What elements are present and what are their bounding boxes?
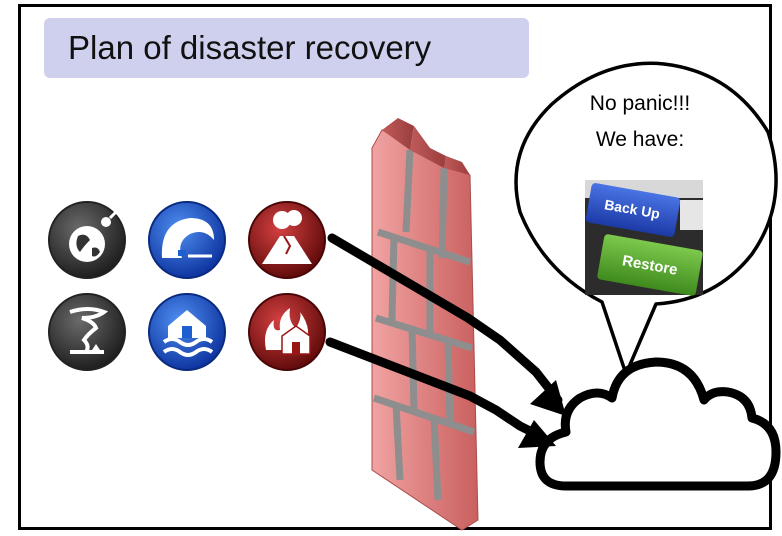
fire-icon — [248, 293, 326, 371]
arrow-upper-head — [530, 380, 566, 416]
attack-arrows — [325, 233, 566, 448]
brick-wall — [371, 118, 479, 531]
backup-key — [585, 183, 681, 237]
arrow-lower — [325, 337, 545, 441]
arrow-upper — [327, 233, 563, 405]
bubble-line-2: We have: — [595, 128, 685, 151]
keyboard-image: Back Up Restore — [585, 180, 703, 296]
arrow-lower-head — [518, 420, 556, 448]
tsunami-icon — [148, 201, 226, 279]
meteor-earth-icon — [48, 201, 126, 279]
page-title: Plan of disaster recovery — [68, 29, 432, 66]
cloud-icon — [535, 357, 781, 491]
volcano-icon — [248, 201, 326, 279]
title-box: Plan of disaster recovery — [44, 18, 529, 78]
flood-icon — [148, 293, 226, 371]
restore-key — [597, 234, 703, 296]
bubble-line-1: No panic!!! — [589, 92, 691, 115]
tornado-icon — [48, 293, 126, 371]
